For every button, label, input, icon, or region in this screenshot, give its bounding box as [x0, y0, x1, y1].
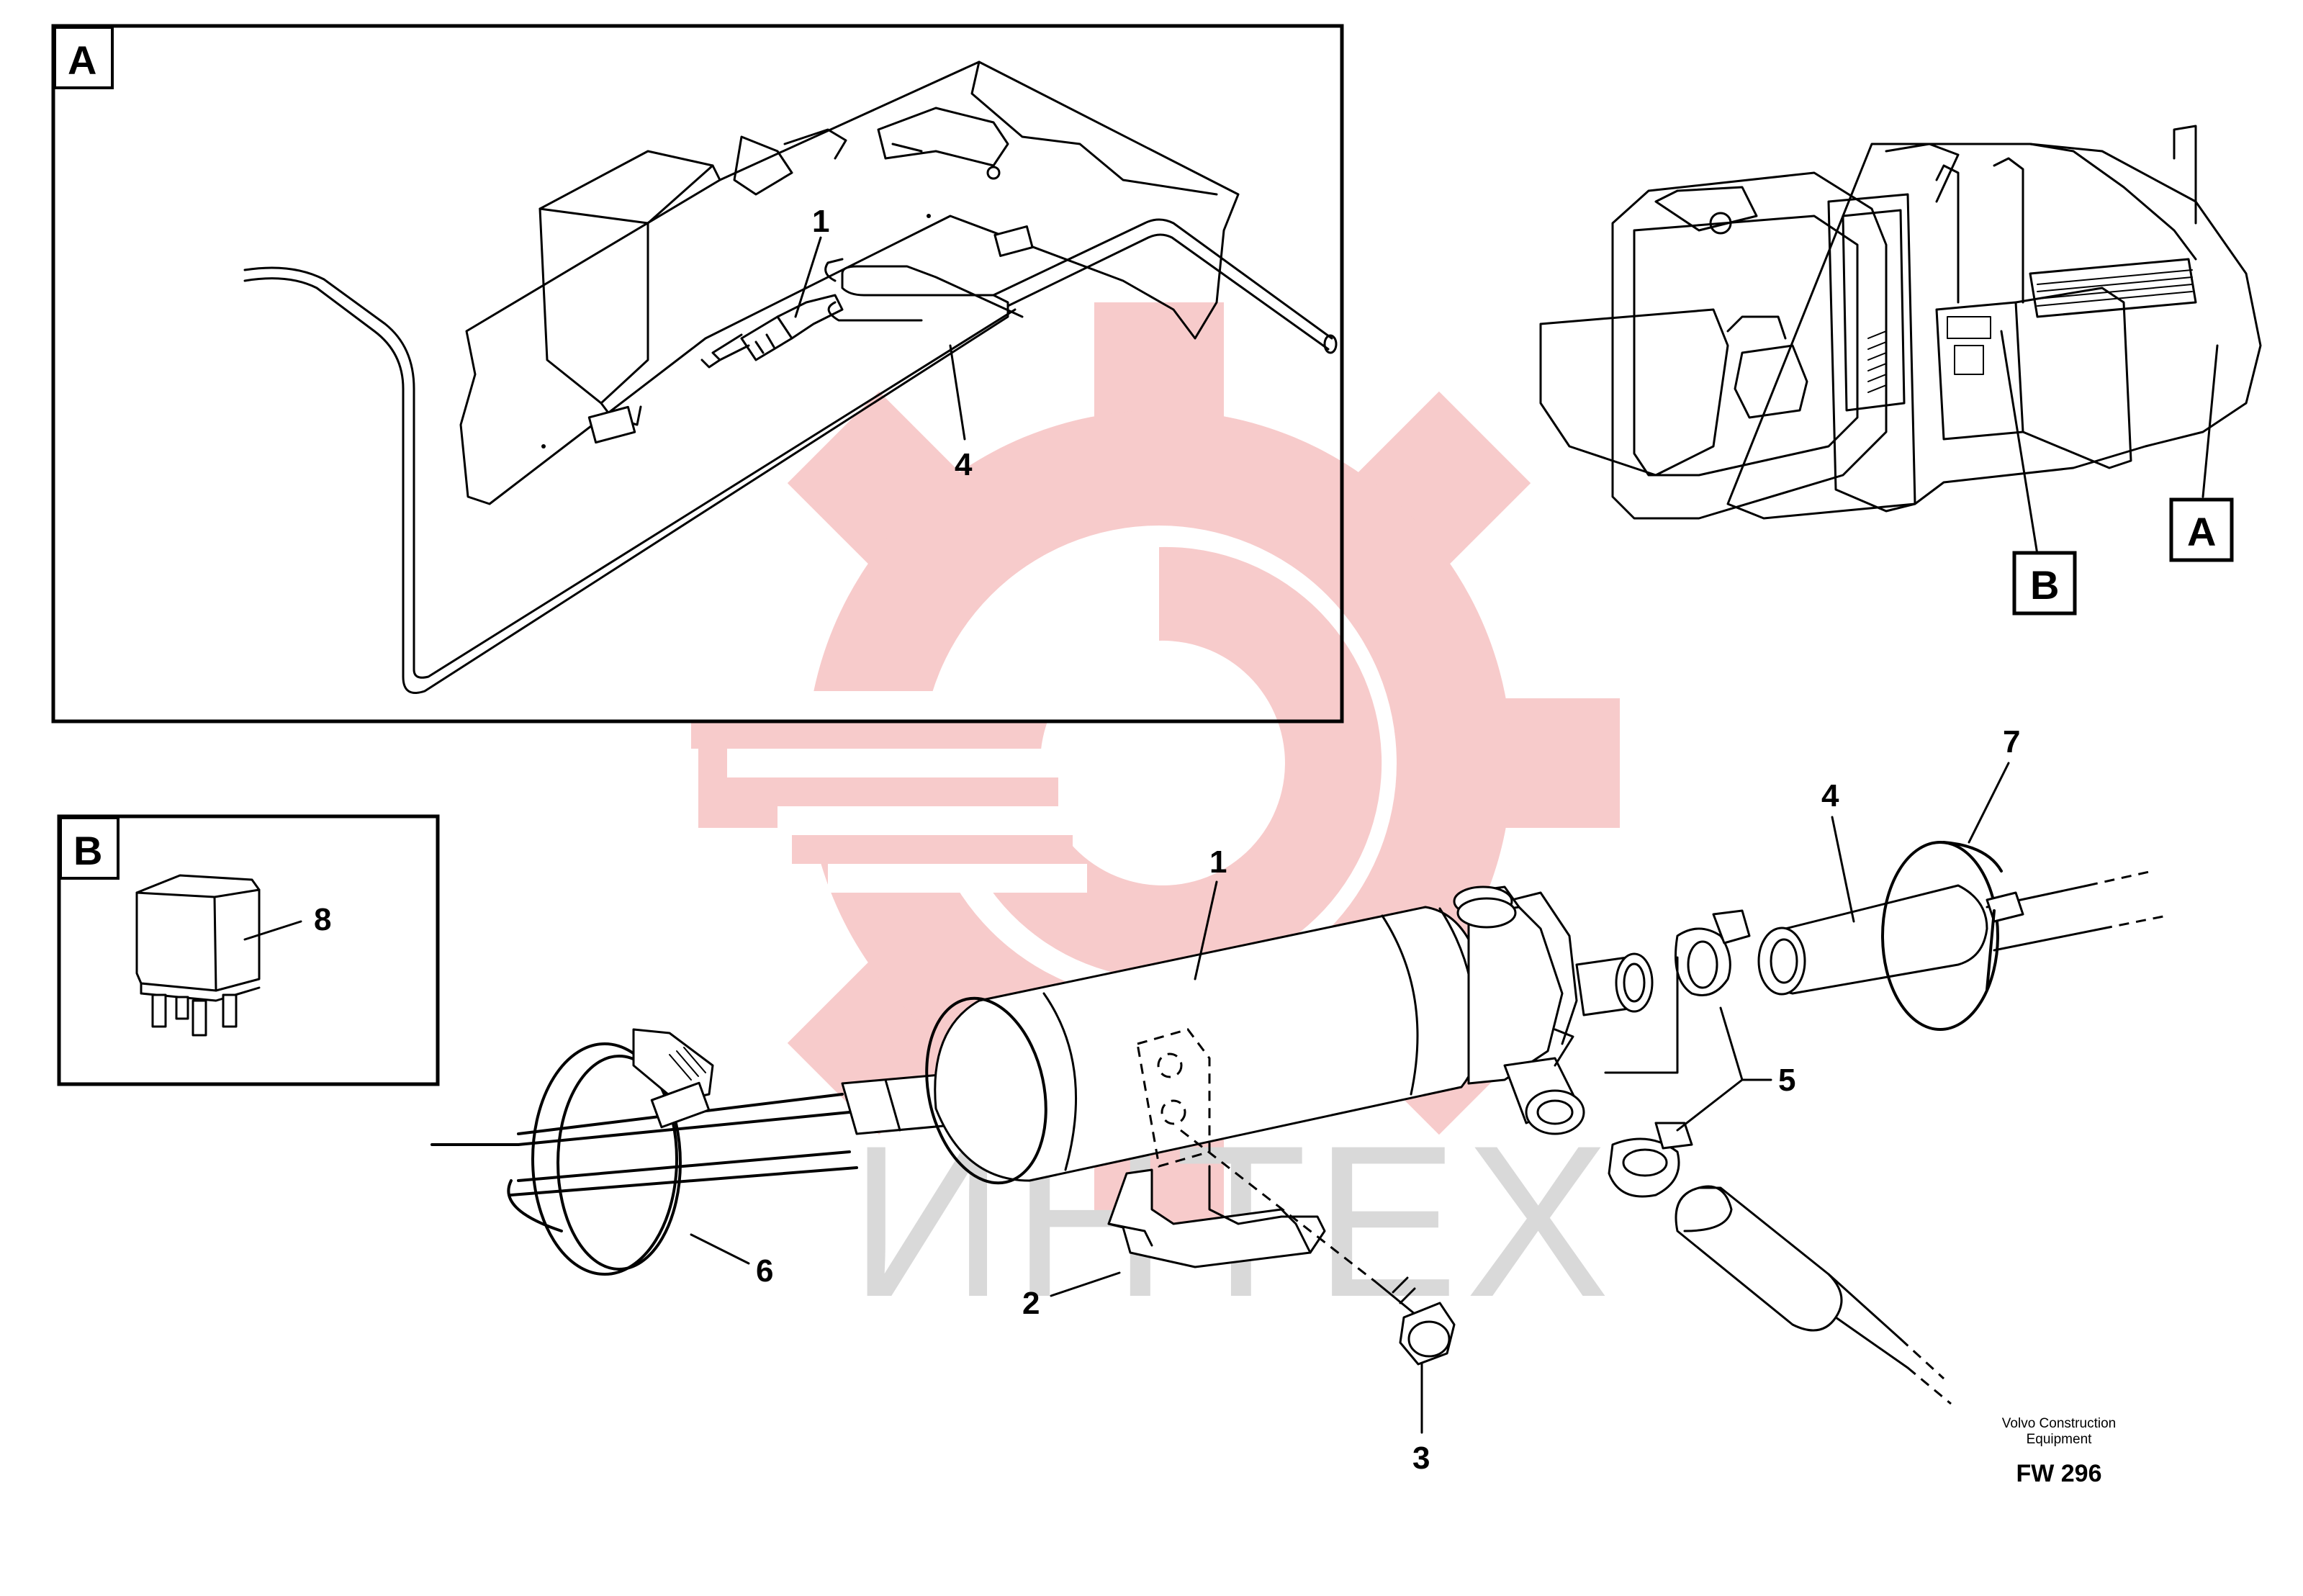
caption-line-2: Equipment [2027, 1432, 2093, 1447]
overview-pointer-a-tag [2169, 497, 2234, 562]
small-hose-clamps-leader [1676, 1006, 1772, 1132]
view-a-heater-leader [794, 236, 822, 318]
view-a-pipe-leader [949, 344, 966, 441]
caption-line-1: Volvo Construction [2002, 1416, 2116, 1431]
relay-drawing [135, 874, 261, 1037]
heater-callout: 1 [1209, 844, 1227, 880]
screw [1180, 1129, 1456, 1366]
drawing-code: FW 296 [2016, 1460, 2101, 1487]
relay-callout: 8 [314, 902, 331, 937]
screw-callout: 3 [1412, 1441, 1430, 1476]
cable-tie-leader [1968, 762, 2010, 844]
hose-leader [1831, 816, 1855, 923]
overview-pointer-a-label: A [2187, 509, 2216, 554]
excavator-overview: B A [1539, 125, 2262, 616]
bracket-callout: 2 [1022, 1286, 1040, 1321]
relay-leader [243, 920, 302, 941]
small-hose-clamps [1608, 909, 1751, 1198]
overview-pointer-b-leader [2000, 330, 2039, 556]
hose-clamp-large-leader [690, 1233, 750, 1265]
hose-clamp-large-callout: 6 [756, 1253, 773, 1289]
main-exploded-view: 6 1 [431, 724, 2168, 1476]
view-a-tag-label: A [68, 37, 96, 83]
view-a-pipe-callout: 4 [955, 447, 973, 482]
view-b-frame [57, 814, 440, 1086]
heater-leader [1194, 880, 1218, 980]
coolant-hose [1757, 870, 2168, 996]
hose-callout: 4 [1821, 778, 1839, 813]
overview-pointer-b-tag [2012, 551, 2077, 616]
heater-unit [925, 885, 1654, 1185]
view-b-tag-label: B [73, 828, 102, 873]
cable-tie-callout: 7 [2003, 724, 2020, 759]
view-a-tag [53, 26, 114, 89]
coolant-hose-lower [1604, 956, 1952, 1405]
view-b-tag [59, 816, 120, 880]
hose-clamp-large [531, 1028, 714, 1276]
view-b-detail: B 8 [57, 814, 440, 1086]
cable-tie [1881, 841, 2024, 1031]
small-hose-clamps-callout: 5 [1778, 1063, 1795, 1098]
frame-structure [243, 60, 1338, 694]
overview-pointer-a-leader [2201, 344, 2219, 498]
diagram-caption: Volvo Construction Equipment FW 296 [2002, 1416, 2116, 1487]
mounting-bracket [1107, 1028, 1326, 1268]
overview-pointer-b-label: B [2030, 562, 2059, 608]
view-a-frame [51, 24, 1344, 723]
view-a-heater-callout: 1 [812, 204, 829, 239]
bracket-leader [1050, 1271, 1121, 1297]
view-a-detail: A [51, 24, 1344, 723]
